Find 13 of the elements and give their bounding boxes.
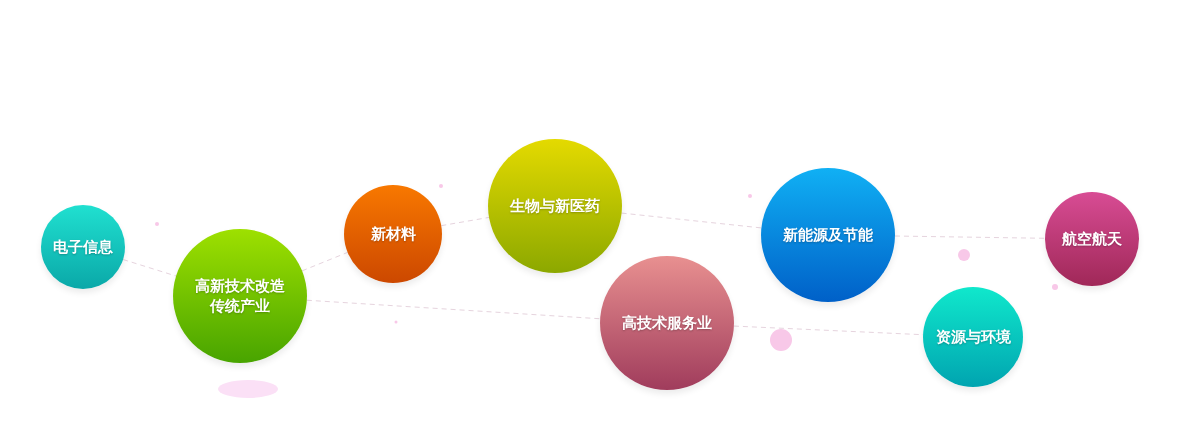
circle-label: 高新技术改造传统产业 [194, 275, 286, 317]
circle-label: 生物与新医药 [510, 195, 600, 217]
connector-line [621, 212, 762, 229]
connector-line [440, 216, 490, 227]
circle-label: 电子信息 [53, 236, 113, 258]
connector-line [306, 299, 601, 320]
circle-label: 高技术服务业 [622, 312, 712, 334]
circle-label: 航空航天 [1062, 228, 1122, 250]
circle-label: 新能源及节能 [783, 224, 873, 246]
connector-line [301, 251, 349, 272]
circle-label: 新材料 [370, 223, 416, 245]
circle-label: 资源与环境 [935, 326, 1011, 348]
connector-line [894, 235, 1046, 239]
